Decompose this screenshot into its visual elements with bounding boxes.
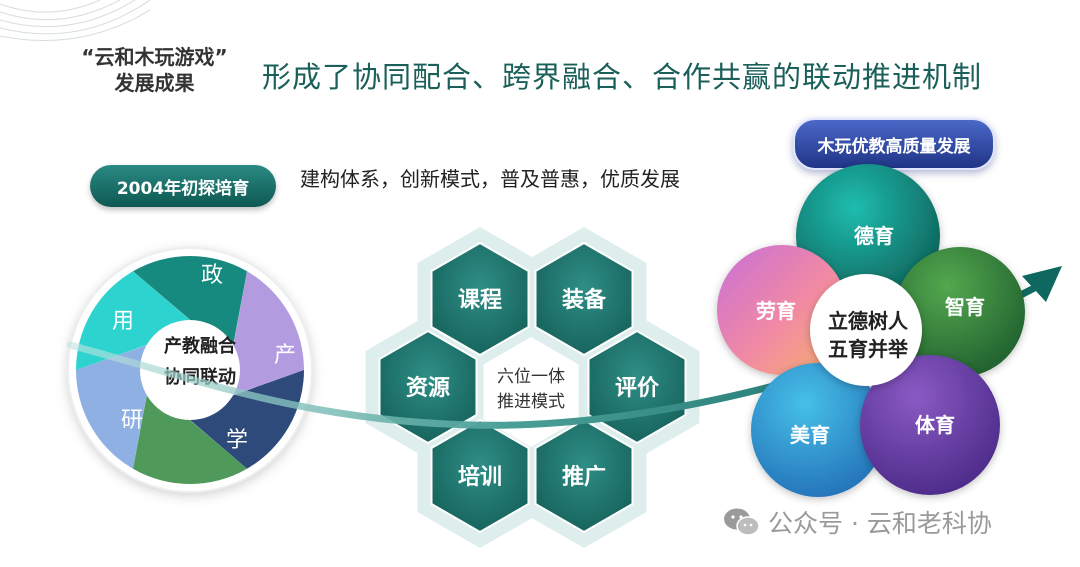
petal-tiyu	[860, 355, 1000, 495]
petal-label-tiyu: 体育	[915, 413, 955, 437]
petal-label-zhiyu: 智育	[945, 295, 985, 319]
flower-center-line1: 立德树人	[828, 309, 909, 333]
watermark: 公众号 · 云和老科协	[722, 504, 992, 540]
hex-tile	[534, 418, 634, 534]
section-title: “云和木玩游戏” 发展成果	[62, 44, 247, 96]
flower-center	[810, 274, 922, 386]
hex-center-line2: 推进模式	[497, 392, 565, 412]
growth-arrow-head	[1022, 266, 1062, 302]
wheel-label-yan: 研	[121, 408, 143, 433]
hex-center	[483, 337, 579, 447]
wheel-segment	[76, 341, 157, 469]
wheel-center-line1: 产教融合	[164, 335, 237, 357]
wheel-segment	[223, 271, 304, 399]
headline: 形成了协同配合、跨界融合、合作共赢的联动推进机制	[262, 60, 983, 94]
wheel-label-yong: 用	[112, 309, 134, 334]
wechat-icon	[724, 508, 760, 536]
hex-label: 评价	[615, 376, 660, 401]
watermark-text: 公众号 · 云和老科协	[768, 509, 992, 538]
hex-label: 推广	[562, 464, 606, 490]
hex-tile	[430, 241, 530, 357]
wheel-segment	[76, 271, 198, 370]
hex-label: 装备	[562, 287, 607, 313]
wheel-label-xue: 学	[226, 428, 248, 453]
wheel-label-zheng: 政	[201, 263, 223, 288]
left-stage-pill: 2004年初探培育	[90, 165, 276, 207]
wheel-center	[140, 320, 240, 420]
flower-center-line2: 五育并举	[828, 337, 909, 361]
hex-tile	[430, 418, 530, 534]
petal-label-deyu: 德育	[854, 224, 894, 248]
petal-meiyu	[751, 363, 885, 497]
petal-zhiyu	[895, 247, 1025, 377]
wheel-label-chan: 产	[274, 343, 296, 368]
petal-label-laoyu: 劳育	[756, 299, 796, 323]
hex-center-line1: 六位一体	[497, 367, 565, 387]
wheel-center-line2: 协同联动	[164, 366, 236, 388]
section-title-line2: 发展成果	[114, 71, 195, 95]
hex-label: 资源	[406, 376, 450, 401]
middle-tagline: 建构体系，创新模式，普及普惠，优质发展	[300, 167, 680, 191]
section-title-line1: “云和木玩游戏”	[81, 45, 228, 69]
petal-label-meiyu: 美育	[790, 423, 830, 447]
right-stage-pill: 木玩优教高质量发展	[793, 118, 995, 170]
hex-label: 培训	[458, 464, 502, 490]
corner-decoration	[0, 0, 150, 41]
hex-tile	[378, 329, 478, 445]
hex-tile	[534, 241, 634, 357]
hex-label: 课程	[458, 288, 502, 313]
wheel-segment	[182, 370, 304, 469]
